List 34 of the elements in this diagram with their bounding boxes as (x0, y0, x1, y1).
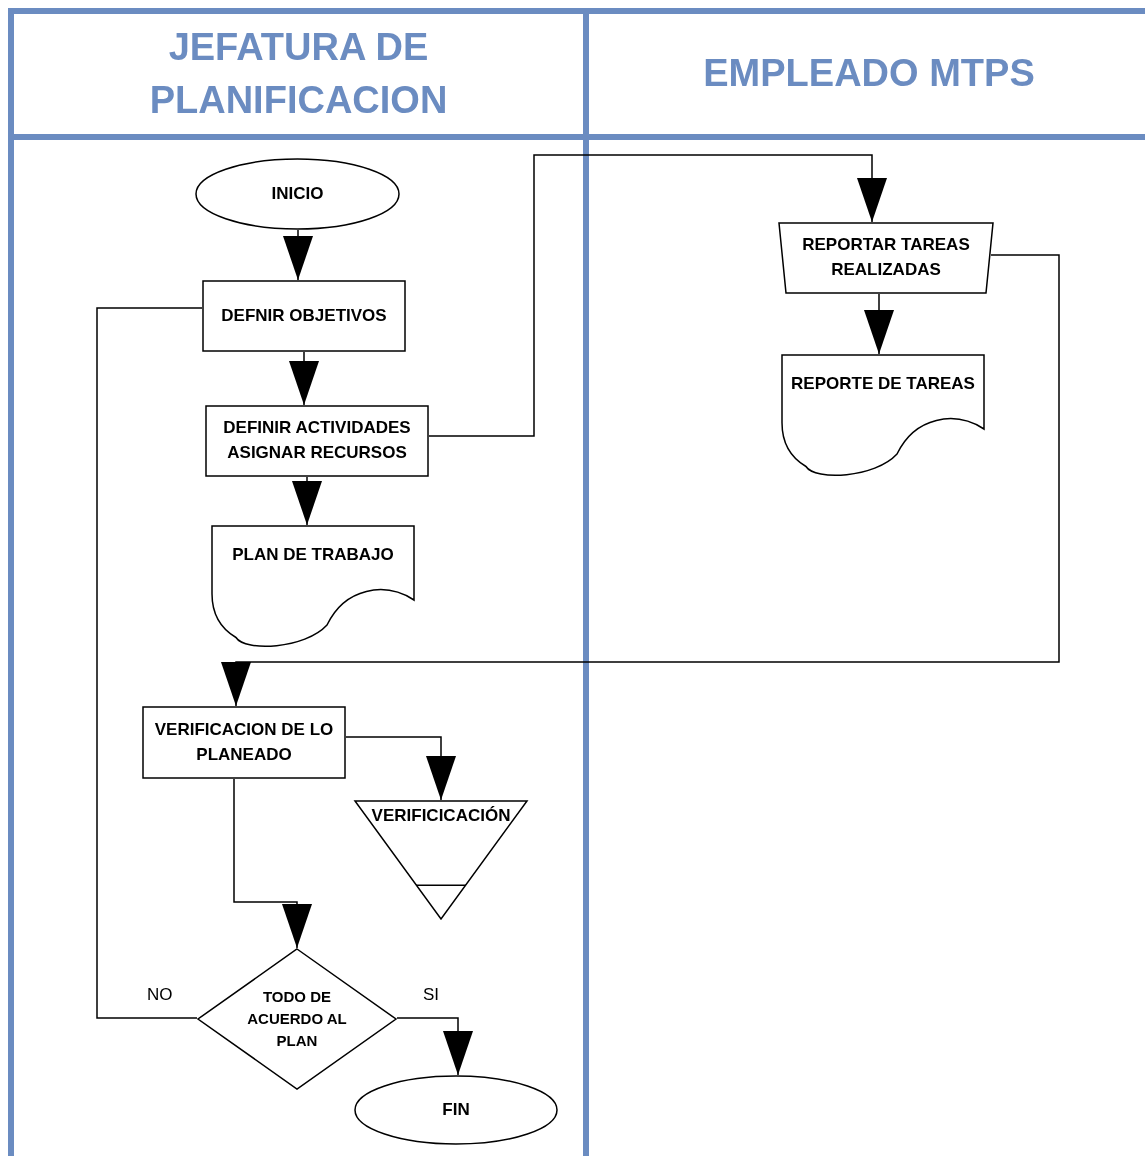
document-shape (781, 354, 985, 479)
connector-arrow (292, 476, 322, 526)
merge-triangle (354, 800, 528, 920)
connector-arrow (345, 736, 456, 801)
terminal-ellipse (354, 1075, 558, 1145)
node-label: DEFINIR ACTIVIDADES ASIGNAR RECURSOS (222, 417, 412, 464)
connector-arrow (396, 1017, 473, 1076)
node-label: VERIFICICACIÓN (371, 805, 511, 827)
node-label: PLAN DE TRABAJO (232, 544, 394, 566)
node-label: VERIFICACION DE LO PLANEADO (153, 718, 335, 766)
node-label: REPORTAR TAREAS REALIZADAS (801, 234, 971, 281)
process-box (142, 706, 346, 779)
connector-arrow (864, 293, 894, 355)
lane-header: JEFATURA DE PLANIFICACION (148, 24, 449, 123)
node-label: REPORTE DE TAREAS (791, 373, 975, 395)
node-label: DEFNIR OBJETIVOS (221, 304, 387, 327)
process-box (202, 280, 406, 352)
node-label: FIN (442, 1098, 470, 1121)
terminal-ellipse (195, 158, 400, 230)
edge-label: NO (146, 986, 174, 1003)
node-label: TODO DE ACUERDO AL PLAN (246, 987, 348, 1051)
connector-arrow (289, 351, 319, 406)
process-box (205, 405, 429, 477)
node-label: INICIO (271, 182, 324, 205)
connector-arrow (283, 229, 313, 281)
edge-label: SI (422, 986, 441, 1003)
connector-arrow (233, 778, 312, 949)
decision-diamond (197, 948, 397, 1090)
document-shape (211, 525, 415, 650)
lane-header: EMPLEADO MTPS (703, 51, 1035, 97)
connector-arrow (428, 154, 887, 437)
swimlane (8, 8, 589, 1156)
manual-operation-shape (778, 222, 994, 294)
connector-arrow (221, 254, 1060, 707)
